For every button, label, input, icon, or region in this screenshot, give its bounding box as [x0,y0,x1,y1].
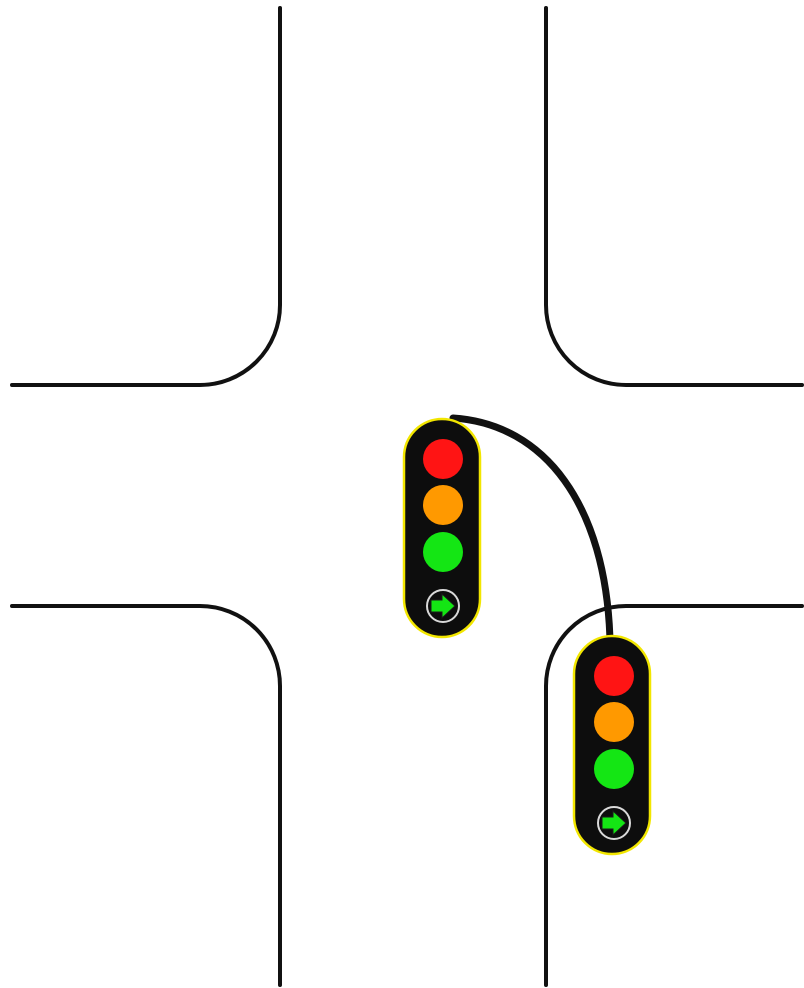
traffic-light-2 [574,636,650,854]
kerb-top-right [546,8,802,385]
amber-lamp [594,702,634,742]
green-lamp [423,532,463,572]
kerb-bottom-left [12,606,280,985]
red-lamp [594,656,634,696]
amber-lamp [423,485,463,525]
green-lamp [594,749,634,789]
traffic-light-1 [404,419,480,637]
red-lamp [423,439,463,479]
kerb-top-left [12,8,280,385]
